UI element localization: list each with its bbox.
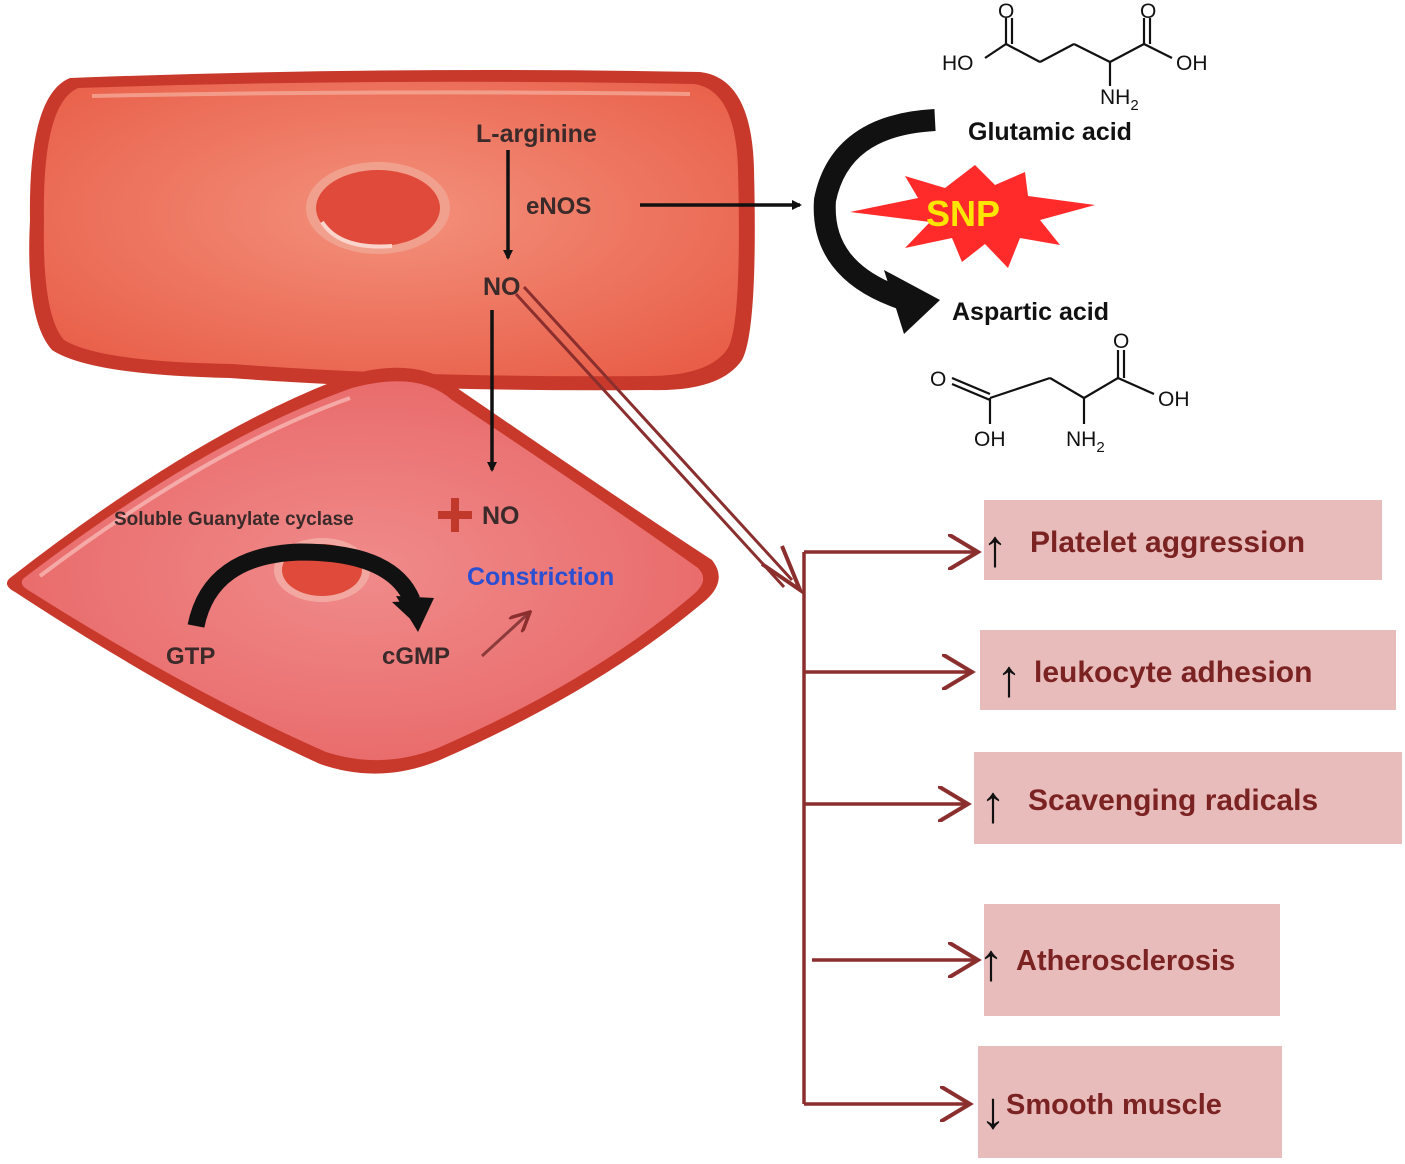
svg-text:OH: OH: [1158, 388, 1190, 411]
svg-text:NH2: NH2: [1066, 428, 1105, 456]
effect-label: Atherosclerosis: [1016, 945, 1235, 977]
no-ligand-label: NO: [482, 502, 520, 530]
effect-arrow: ↓: [980, 1082, 1006, 1140]
aspartic-acid-structure: O O OH OH NH2: [930, 330, 1190, 456]
aspartic-acid-label: Aspartic acid: [952, 298, 1109, 326]
cgmp-label: cGMP: [382, 643, 450, 670]
svg-text:O: O: [998, 0, 1014, 23]
svg-text:O: O: [1140, 0, 1156, 23]
effect-arrow: ↑: [978, 934, 1004, 992]
svg-text:O: O: [930, 368, 946, 391]
no-to-effects-arrow: [514, 285, 805, 596]
smooth-muscle-cell: [6, 367, 719, 774]
effect-box-smooth-muscle: ↓ Smooth muscle: [978, 1046, 1282, 1158]
endothelial-cell: [29, 70, 755, 391]
effect-box-atherosclerosis: ↑ Atherosclerosis: [978, 904, 1280, 1016]
effect-arrow: ↑: [980, 776, 1006, 834]
guanylate-cyclase-label: Soluble Guanylate cyclase: [114, 509, 354, 530]
effect-label: Scavenging radicals: [1028, 784, 1318, 817]
svg-text:OH: OH: [1176, 52, 1208, 75]
svg-text:O: O: [1113, 330, 1129, 353]
effect-label: leukocyte adhesion: [1034, 656, 1312, 689]
gtp-label: GTP: [166, 643, 215, 670]
l-arginine-label: L-arginine: [476, 120, 597, 148]
effects-branch: [802, 552, 978, 1104]
constriction-label: Constriction: [467, 563, 614, 591]
plus-icon: [438, 498, 472, 532]
glutamic-acid-structure: O O HO OH NH2: [942, 0, 1208, 114]
effect-arrow: ↑: [996, 650, 1022, 708]
effect-box-platelet: ↑ Platelet aggression: [982, 500, 1382, 580]
svg-text:NH2: NH2: [1100, 86, 1139, 114]
snp-label: SNP: [926, 193, 1000, 234]
cgmp-to-constriction-arrow: [480, 612, 530, 658]
effect-arrow: ↑: [982, 520, 1008, 578]
glutamic-acid-label: Glutamic acid: [968, 118, 1132, 146]
effect-box-scavenging: ↑ Scavenging radicals: [974, 752, 1402, 844]
effect-box-leukocyte: ↑ leukocyte adhesion: [980, 630, 1396, 710]
svg-text:HO: HO: [942, 52, 974, 75]
no-label: NO: [483, 273, 521, 301]
svg-text:OH: OH: [974, 428, 1006, 451]
glutamic-to-aspartic-arrow: [813, 109, 936, 309]
effect-label: Platelet aggression: [1030, 526, 1305, 559]
gtp-arrowhead: [396, 596, 434, 632]
snp-burst-icon: [850, 165, 1095, 268]
endothelial-nucleus: [306, 162, 450, 254]
effect-label: Smooth muscle: [1006, 1089, 1222, 1121]
gtp-to-cgmp-arrow: [187, 543, 420, 628]
enos-label: eNOS: [526, 193, 591, 220]
